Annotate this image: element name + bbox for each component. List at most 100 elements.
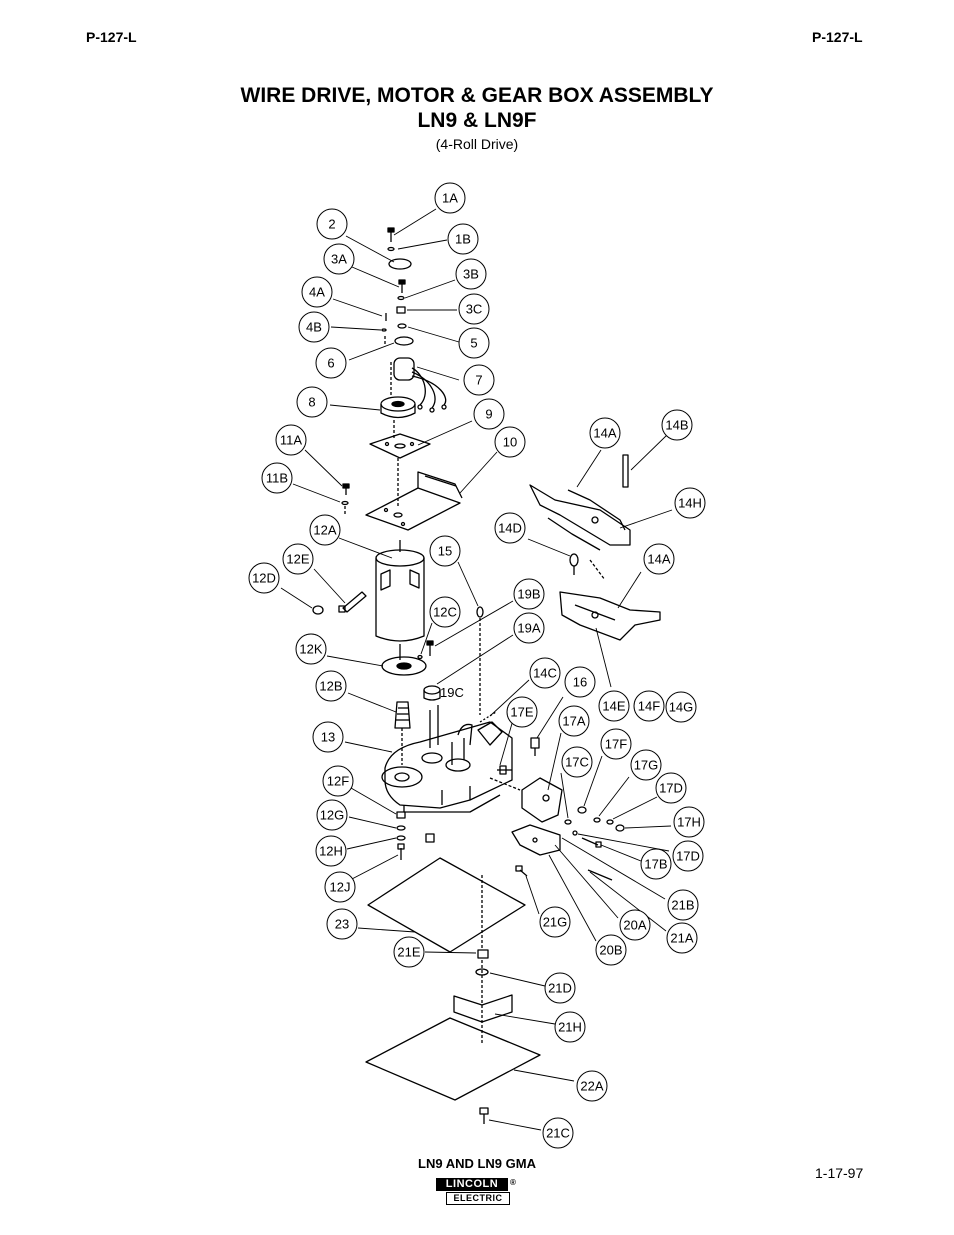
callout-label: 3A [331, 252, 347, 267]
callout-circle [296, 386, 328, 418]
nut-12f [396, 811, 406, 819]
callout-circle [619, 909, 651, 941]
callout-label: 7 [475, 373, 482, 388]
screw-17b [581, 837, 602, 848]
callout-circle [315, 347, 347, 379]
callout-label: 3C [466, 302, 483, 317]
callout-9: 9 [473, 398, 505, 430]
callout-label: 16 [573, 675, 587, 690]
nut-17d-top [606, 819, 614, 825]
footer-caption: LN9 AND LN9 GMA [418, 1156, 536, 1171]
callout-circle [561, 746, 593, 778]
housing-8 [380, 396, 416, 419]
screw-3a [398, 279, 406, 293]
callout-label: 14F [638, 699, 660, 714]
callout-label: 13 [321, 730, 335, 745]
callout-circle [633, 690, 665, 722]
pin-16 [530, 737, 540, 756]
callout-circle [640, 848, 672, 880]
pin-15 [476, 606, 484, 618]
screw-1a [387, 227, 395, 242]
logo-top-text: LINCOLN [436, 1178, 508, 1191]
callout-circle [324, 871, 356, 903]
callout-3b: 3B [455, 258, 487, 290]
callout-label: 14C [533, 666, 557, 681]
callout-circle [261, 462, 293, 494]
callout-label: 11A [280, 433, 302, 448]
part-drawings [312, 227, 661, 1124]
callout-label: 14G [669, 700, 694, 715]
pinion-12b [394, 701, 411, 729]
pressure-arm-14a-lower [559, 591, 661, 641]
callout-1a: 1A [434, 182, 466, 214]
callout-14g: 14G [665, 691, 697, 723]
nut-12d [312, 605, 324, 615]
callout-circle [513, 612, 545, 644]
callout-4b: 4B [298, 311, 330, 343]
callout-17e: 17E [506, 696, 538, 728]
callout-circle [576, 1070, 608, 1102]
callout-label: 10 [503, 435, 517, 450]
callout-circle [434, 182, 466, 214]
page-subtitle: (4-Roll Drive) [435, 136, 519, 152]
callout-label: 1B [455, 232, 471, 247]
callout-label: 12J [330, 880, 351, 895]
callout-14c: 14C [529, 657, 561, 689]
base-plate-22a [365, 1017, 541, 1101]
callout-circle [282, 543, 314, 575]
callout-21a: 21A [666, 922, 698, 954]
callout-1b: 1B [447, 223, 479, 255]
callout-19a: 19A [513, 612, 545, 644]
bolt-23 [425, 833, 435, 843]
callout-label: 21G [543, 915, 568, 930]
callout-12j: 12J [324, 871, 356, 903]
callout-label: 21D [548, 981, 572, 996]
page-title: WIRE DRIVE, MOTOR & GEAR BOX ASSEMBLY [240, 84, 714, 107]
plate-9 [369, 433, 431, 459]
callout-label: 23 [335, 917, 349, 932]
callout-17f: 17F [600, 728, 632, 760]
callout-circle [542, 1117, 574, 1149]
callout-label: 21B [671, 898, 694, 913]
callout-circle [473, 398, 505, 430]
motor-12a [375, 540, 425, 660]
screw-19b [426, 640, 434, 656]
callout-3c: 3C [458, 293, 490, 325]
callout-21b: 21B [667, 889, 699, 921]
callout-17h: 17H [673, 806, 705, 838]
callout-circle [463, 364, 495, 396]
callout-circle [539, 906, 571, 938]
callout-22a: 22A [576, 1070, 608, 1102]
callout-circle [558, 705, 590, 737]
callout-circle [301, 276, 333, 308]
callout-circle [458, 327, 490, 359]
callout-circle [665, 691, 697, 723]
callout-label: 1A [442, 191, 458, 206]
pin-17e [497, 765, 512, 775]
callout-circle [666, 922, 698, 954]
callout-circle [600, 728, 632, 760]
page-code-left: P-127-L [86, 29, 137, 45]
callout-label: 17E [510, 705, 533, 720]
nut-17h [615, 824, 625, 832]
bushing-19a [423, 685, 441, 701]
plate-23 [367, 857, 526, 953]
callout-label: 21A [670, 931, 693, 946]
callout-17c: 17C [561, 746, 593, 778]
callout-11a: 11A [275, 424, 307, 456]
callout-circle [275, 424, 307, 456]
pressure-arm-14a-upper [529, 484, 631, 551]
lincoln-electric-logo: LINCOLN ELECTRIC ® [436, 1178, 518, 1208]
callout-circle [672, 840, 704, 872]
callout-label: 17A [562, 714, 585, 729]
callout-14d: 14D [494, 512, 526, 544]
callout-11b: 11B [261, 462, 293, 494]
inline-label-19c: 19C [440, 685, 464, 700]
callout-6: 6 [315, 347, 347, 379]
callout-14f: 14F [633, 690, 665, 722]
callout-circle [309, 514, 341, 546]
washer-11b [341, 500, 349, 506]
callout-label: 21C [546, 1126, 570, 1141]
callout-circle [447, 223, 479, 255]
